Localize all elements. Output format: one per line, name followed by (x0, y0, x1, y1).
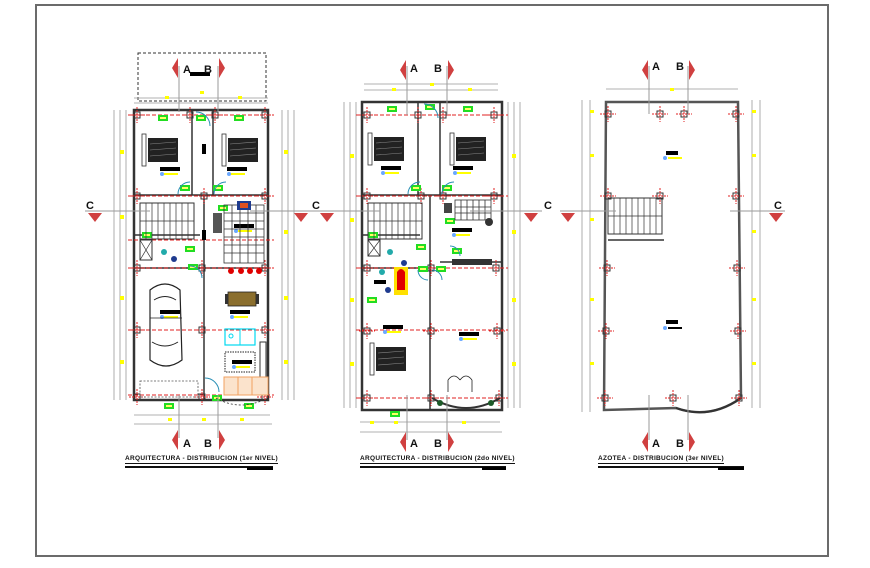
svg-text:A: A (652, 61, 660, 73)
plan-1-first-level: A B A B C C (85, 52, 320, 450)
plan-2-second-level: A B A B C (320, 60, 552, 452)
plan-1-scale-bar (247, 467, 273, 470)
svg-text:B: B (434, 438, 442, 450)
svg-text:C: C (774, 200, 782, 212)
plan-2-caption-underline (360, 466, 506, 468)
plan-3-roof-level: A B A B C (560, 60, 785, 452)
plan-1-caption: ARQUITECTURA - DISTRIBUCION (1er NIVEL) (125, 455, 279, 464)
svg-text:A: A (410, 438, 418, 450)
svg-text:B: B (204, 64, 212, 76)
svg-text:A: A (652, 438, 660, 450)
car-icon (149, 283, 183, 367)
svg-text:A: A (410, 63, 418, 75)
plan-3-caption: AZOTEA - DISTRIBUCION (3er NIVEL) (598, 455, 724, 464)
plan-2-scale-bar (482, 467, 506, 470)
svg-text:B: B (676, 61, 684, 73)
plan-3-caption-underline (598, 466, 744, 468)
svg-text:B: B (204, 438, 212, 450)
plan-3-scale-bar (718, 467, 744, 470)
plan-1-caption-underline (125, 466, 273, 468)
svg-text:B: B (676, 438, 684, 450)
svg-text:A: A (183, 64, 191, 76)
svg-text:B: B (434, 63, 442, 75)
svg-text:A: A (183, 438, 191, 450)
svg-text:C: C (312, 200, 320, 212)
svg-text:C: C (86, 200, 94, 212)
svg-text:C: C (544, 200, 552, 212)
plan-2-caption: ARQUITECTURA - DISTRIBUCION (2do NIVEL) (360, 455, 515, 464)
